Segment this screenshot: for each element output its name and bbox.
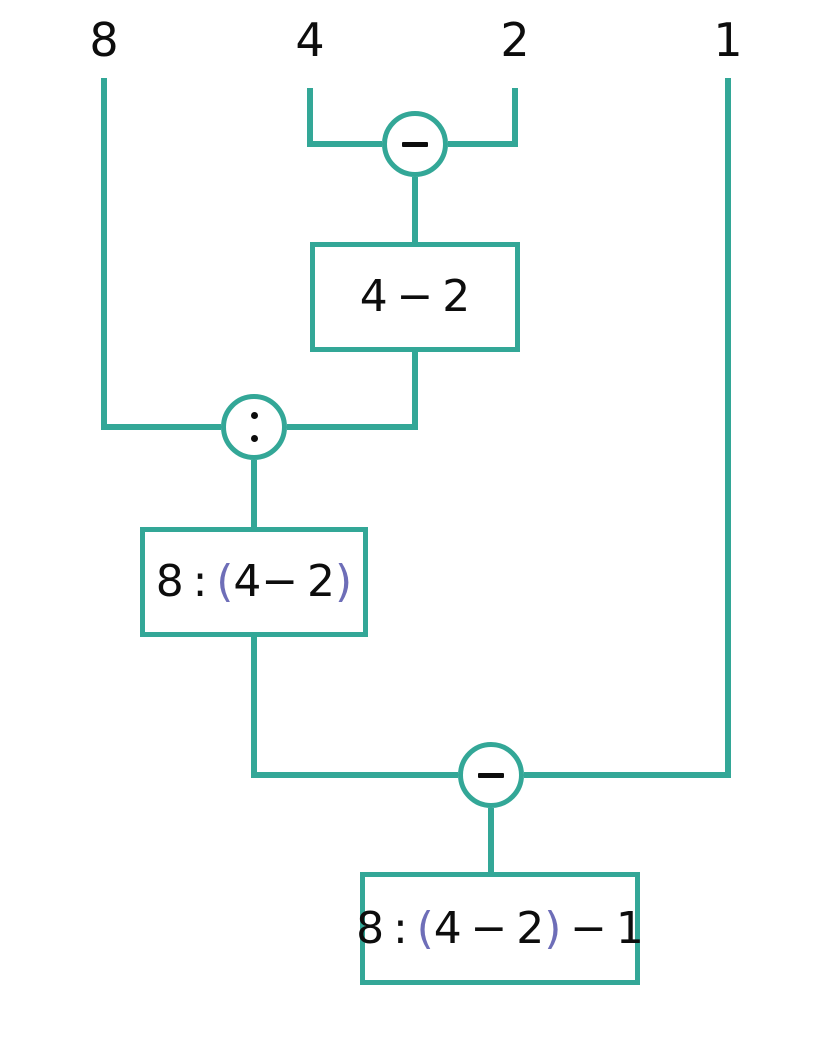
wire-box1-to-divide — [287, 352, 418, 430]
expression-box-4-minus-2[interactable]: 4 − 2 — [310, 242, 520, 352]
expression-box-final[interactable]: 8 : (4 − 2) − 1 — [356, 872, 644, 985]
expr-token: − — [387, 271, 443, 322]
expr-token: 8 — [356, 902, 385, 954]
wire-2-into-minus — [448, 88, 518, 147]
expr-token: 4 — [233, 556, 262, 607]
expr-token: 2 — [516, 902, 545, 954]
expression-box-8-div-paren[interactable]: 8 : (4− 2) — [140, 527, 368, 637]
wire-8-down — [101, 78, 221, 430]
expr-token: 8 — [155, 556, 184, 607]
expr-token: 4 — [433, 902, 462, 954]
expression-text: 8 : (4 − 2) − 1 — [356, 906, 644, 951]
wire-4-into-minus — [307, 88, 382, 147]
paren-token: ( — [416, 902, 434, 954]
expression-text: 8 : (4− 2) — [156, 560, 352, 604]
minus-icon — [478, 772, 504, 778]
paren-token: ( — [216, 556, 234, 607]
leaf-label-8: 8 — [89, 13, 119, 67]
paren-token: ) — [335, 556, 353, 607]
expr-token: − — [261, 556, 308, 607]
operator-node-divide[interactable] — [221, 394, 287, 460]
paren-token: ) — [544, 902, 562, 954]
expr-token: : — [384, 902, 417, 954]
expr-token: : — [183, 556, 217, 607]
operator-node-minus-top[interactable] — [382, 111, 448, 177]
minus-icon — [402, 141, 428, 147]
expression-text: 4 − 2 — [360, 275, 470, 319]
expr-token: − — [461, 902, 517, 954]
operator-node-minus-bottom[interactable] — [458, 742, 524, 808]
expr-token: 2 — [307, 556, 336, 607]
wire-1-into-minus2 — [524, 78, 731, 778]
leaf-label-1: 1 — [713, 13, 743, 67]
colon-divide-icon — [250, 410, 258, 444]
expr-token: 2 — [442, 271, 471, 322]
expr-token: − — [561, 902, 616, 954]
wire-box2-to-minus2 — [251, 637, 458, 778]
leaf-label-4: 4 — [295, 13, 325, 67]
leaf-label-2: 2 — [500, 13, 530, 67]
expr-token: 1 — [615, 902, 644, 954]
expr-token: 4 — [359, 271, 388, 322]
